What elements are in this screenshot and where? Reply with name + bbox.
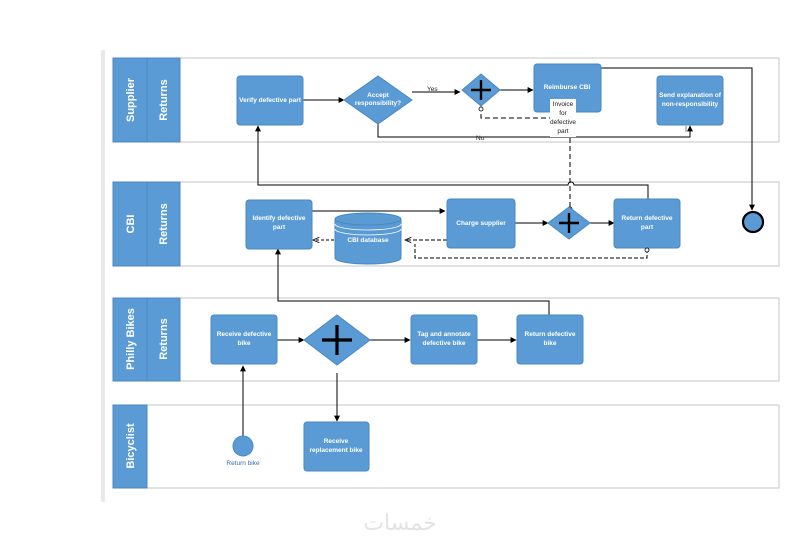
- task-label: Receive defective: [217, 331, 272, 338]
- task-charge-supplier[interactable]: Charge supplier: [446, 198, 516, 249]
- assoc-return-to-db: [414, 244, 648, 259]
- pool-name: Philly Bikes: [125, 308, 137, 370]
- invoice-note: Invoice for defective part: [550, 99, 576, 137]
- task-label: Identify defective: [252, 215, 305, 222]
- task-label: Send explanation of: [659, 92, 722, 99]
- task-label: Return defective: [525, 331, 576, 338]
- task-label: bike: [237, 340, 250, 347]
- bicyclist-pool: Bicyclist: [112, 404, 780, 489]
- task-label: defective bike: [423, 340, 466, 347]
- end-event[interactable]: [741, 210, 765, 234]
- gateway-label: Accept: [367, 92, 390, 99]
- page-edge: [101, 50, 105, 502]
- note-line: for: [559, 110, 567, 117]
- task-identify-defective-part[interactable]: Identify defective part: [245, 199, 313, 250]
- task-label: part: [641, 224, 654, 231]
- database-label: CBI database: [347, 237, 389, 244]
- note-line: defective: [550, 119, 576, 126]
- task-tag-and-annotate[interactable]: Tag and annotate defective bike: [410, 314, 478, 365]
- assoc-circle: [644, 247, 650, 253]
- parallel-gateway-cbi[interactable]: [547, 206, 591, 240]
- start-event-label: Return bike: [226, 460, 260, 467]
- yes-label: Yes: [427, 86, 438, 93]
- flow-no: [377, 124, 693, 138]
- plus-icon: [322, 325, 352, 355]
- watermark-logo: خمسات: [363, 511, 436, 536]
- task-verify-defective-part[interactable]: Verify defective part: [236, 75, 304, 126]
- cbi-database[interactable]: CBI database: [334, 212, 402, 265]
- pool-name: Supplier: [125, 77, 137, 122]
- task-label: non-responsibility: [662, 101, 719, 108]
- pool-name: CBI: [125, 215, 137, 234]
- task-label: Receive: [324, 438, 349, 445]
- task-receive-defective-bike[interactable]: Receive defective bike: [210, 314, 278, 365]
- gateway-label: responsibility?: [355, 100, 401, 107]
- note-line: part: [557, 128, 568, 135]
- flow-return-bike-to-identify: [275, 248, 550, 316]
- task-label: replacement bike: [309, 447, 362, 454]
- parallel-gateway-supplier[interactable]: [461, 73, 501, 107]
- task-label: Charge supplier: [456, 220, 506, 227]
- gateway-accept-responsibility[interactable]: Accept responsibility?: [343, 75, 413, 125]
- note-line: Invoice: [553, 101, 574, 108]
- lane-name: Returns: [158, 79, 170, 121]
- flow-reimburse-to-end: [601, 67, 755, 211]
- plus-icon: [559, 213, 579, 233]
- task-label: Reimburse CBI: [544, 84, 591, 91]
- parallel-gateway-philly[interactable]: [303, 314, 371, 366]
- flow-return-part-to-verify: [255, 125, 649, 199]
- task-return-defective-part[interactable]: Return defective part: [613, 198, 681, 249]
- task-label: Verify defective part: [239, 97, 302, 104]
- plus-icon: [471, 80, 491, 100]
- lane-name: Returns: [158, 318, 170, 360]
- task-label: bike: [543, 340, 556, 347]
- task-send-explanation[interactable]: Send explanation of non-responsibility: [656, 75, 724, 126]
- task-label: Tag and annotate: [417, 331, 471, 338]
- message-end-circle: [478, 106, 484, 112]
- task-receive-replacement-bike[interactable]: Receive replacement bike: [303, 421, 370, 472]
- task-label: part: [273, 224, 286, 231]
- pool-name: Bicyclist: [125, 423, 137, 469]
- no-label: No: [476, 135, 485, 142]
- task-label: Return defective: [622, 215, 673, 222]
- start-event-return-bike[interactable]: [232, 435, 254, 457]
- task-return-defective-bike[interactable]: Return defective bike: [516, 314, 584, 365]
- lane-name: Returns: [158, 203, 170, 245]
